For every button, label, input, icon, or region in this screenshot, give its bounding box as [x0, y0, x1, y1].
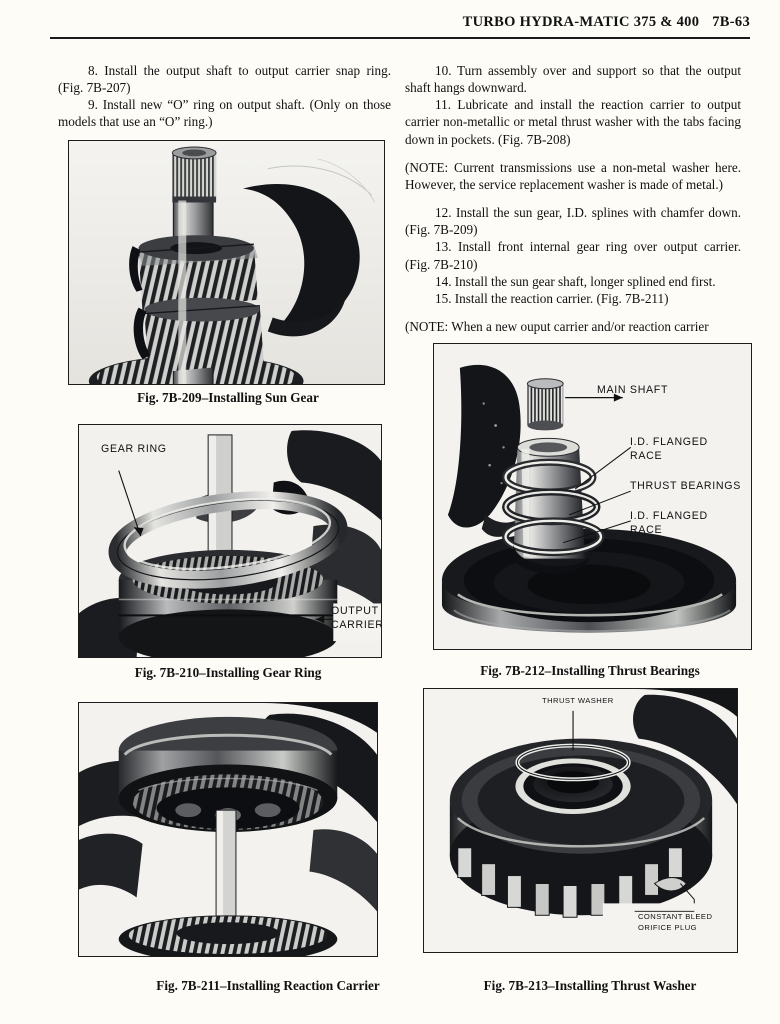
spacer: [405, 193, 741, 204]
figure-frame: MAIN SHAFT I.D. FLANGED RACE THRUST BEAR…: [433, 343, 752, 650]
note-washer-material: (NOTE: Current transmissions use a non-m…: [405, 159, 741, 192]
label-constant-bleed-line1: CONSTANT BLEED: [638, 912, 713, 921]
label-id-flanged-race-top-line2: RACE: [630, 450, 663, 462]
page-number: 7B-63: [712, 14, 750, 30]
figure-frame: [68, 140, 385, 385]
paragraph-step-12: 12. Install the sun gear, I.D. splines w…: [405, 205, 741, 238]
label-constant-bleed-line2: ORIFICE PLUG: [638, 923, 697, 932]
photo-installing-sun-gear: [69, 141, 384, 384]
photo-installing-reaction-carrier: [79, 703, 377, 956]
figure-caption-7b-211: Fig. 7B-211–Installing Reaction Carrier: [156, 978, 380, 993]
figure-7b-211: [78, 702, 378, 957]
figure-caption-7b-212: Fig. 7B-212–Installing Thrust Bearings: [480, 663, 700, 678]
paragraph-step-13: 13. Install front internal gear ring ove…: [405, 239, 741, 272]
note-new-carrier: (NOTE: When a new ouput carrier and/or r…: [405, 319, 709, 335]
photo-installing-gear-ring: [79, 425, 381, 657]
paragraph-step-10: 10. Turn assembly over and support so th…: [405, 63, 741, 96]
spacer: [405, 148, 741, 159]
figure-7b-209: [68, 140, 385, 385]
label-thrust-bearings: THRUST BEARINGS: [630, 480, 741, 492]
label-gear-ring: GEAR RING: [101, 443, 167, 455]
paragraph-step-11: 11. Lubricate and install the reaction c…: [405, 97, 741, 147]
figure-caption-7b-213: Fig. 7B-213–Installing Thrust Washer: [483, 978, 697, 993]
header-divider: [50, 37, 750, 40]
spacer: [405, 307, 741, 318]
label-id-flanged-race-top-line1: I.D. FLANGED: [630, 436, 708, 448]
right-text-column: 10. Turn assembly over and support so th…: [405, 62, 741, 335]
paragraph-step-14: 14. Install the sun gear shaft, longer s…: [435, 273, 716, 289]
figure-7b-213: THRUST WASHER CONSTANT BLEED ORIFICE PLU…: [423, 688, 738, 953]
page-title: TURBO HYDRA-MATIC 375 & 400 7B-63: [463, 14, 750, 31]
photo-installing-thrust-washer: [424, 689, 737, 952]
label-main-shaft: MAIN SHAFT: [597, 384, 669, 396]
figure-7b-212: MAIN SHAFT I.D. FLANGED RACE THRUST BEAR…: [433, 343, 752, 650]
figure-caption-7b-210: Fig. 7B-210–Installing Gear Ring: [134, 665, 322, 680]
paragraph-step-9: 9. Install new “O” ring on output shaft.…: [58, 97, 391, 130]
label-output-carrier-line1: OUTPUT: [331, 605, 379, 617]
left-text-column: 8. Install the output shaft to output ca…: [58, 62, 391, 131]
paragraph-step-15: 15. Install the reaction carrier. (Fig. …: [435, 290, 669, 306]
label-output-carrier-line2: CARRIER: [331, 619, 382, 631]
figure-frame: GEAR RING OUTPUT CARRIER: [78, 424, 382, 658]
label-thrust-washer: THRUST WASHER: [542, 696, 614, 705]
manual-title: TURBO HYDRA-MATIC 375 & 400: [462, 14, 700, 30]
label-id-flanged-race-bottom-line2: RACE: [630, 524, 663, 536]
paragraph-step-8: 8. Install the output shaft to output ca…: [58, 63, 391, 96]
figure-caption-7b-209: Fig. 7B-209–Installing Sun Gear: [137, 390, 319, 405]
figure-frame: THRUST WASHER CONSTANT BLEED ORIFICE PLU…: [423, 688, 738, 953]
page-header: TURBO HYDRA-MATIC 375 & 400 7B-63: [50, 14, 750, 40]
label-id-flanged-race-bottom-line1: I.D. FLANGED: [630, 510, 708, 522]
photo-installing-thrust-bearings: [434, 344, 751, 649]
figure-7b-210: GEAR RING OUTPUT CARRIER: [78, 424, 382, 658]
figure-frame: [78, 702, 378, 957]
